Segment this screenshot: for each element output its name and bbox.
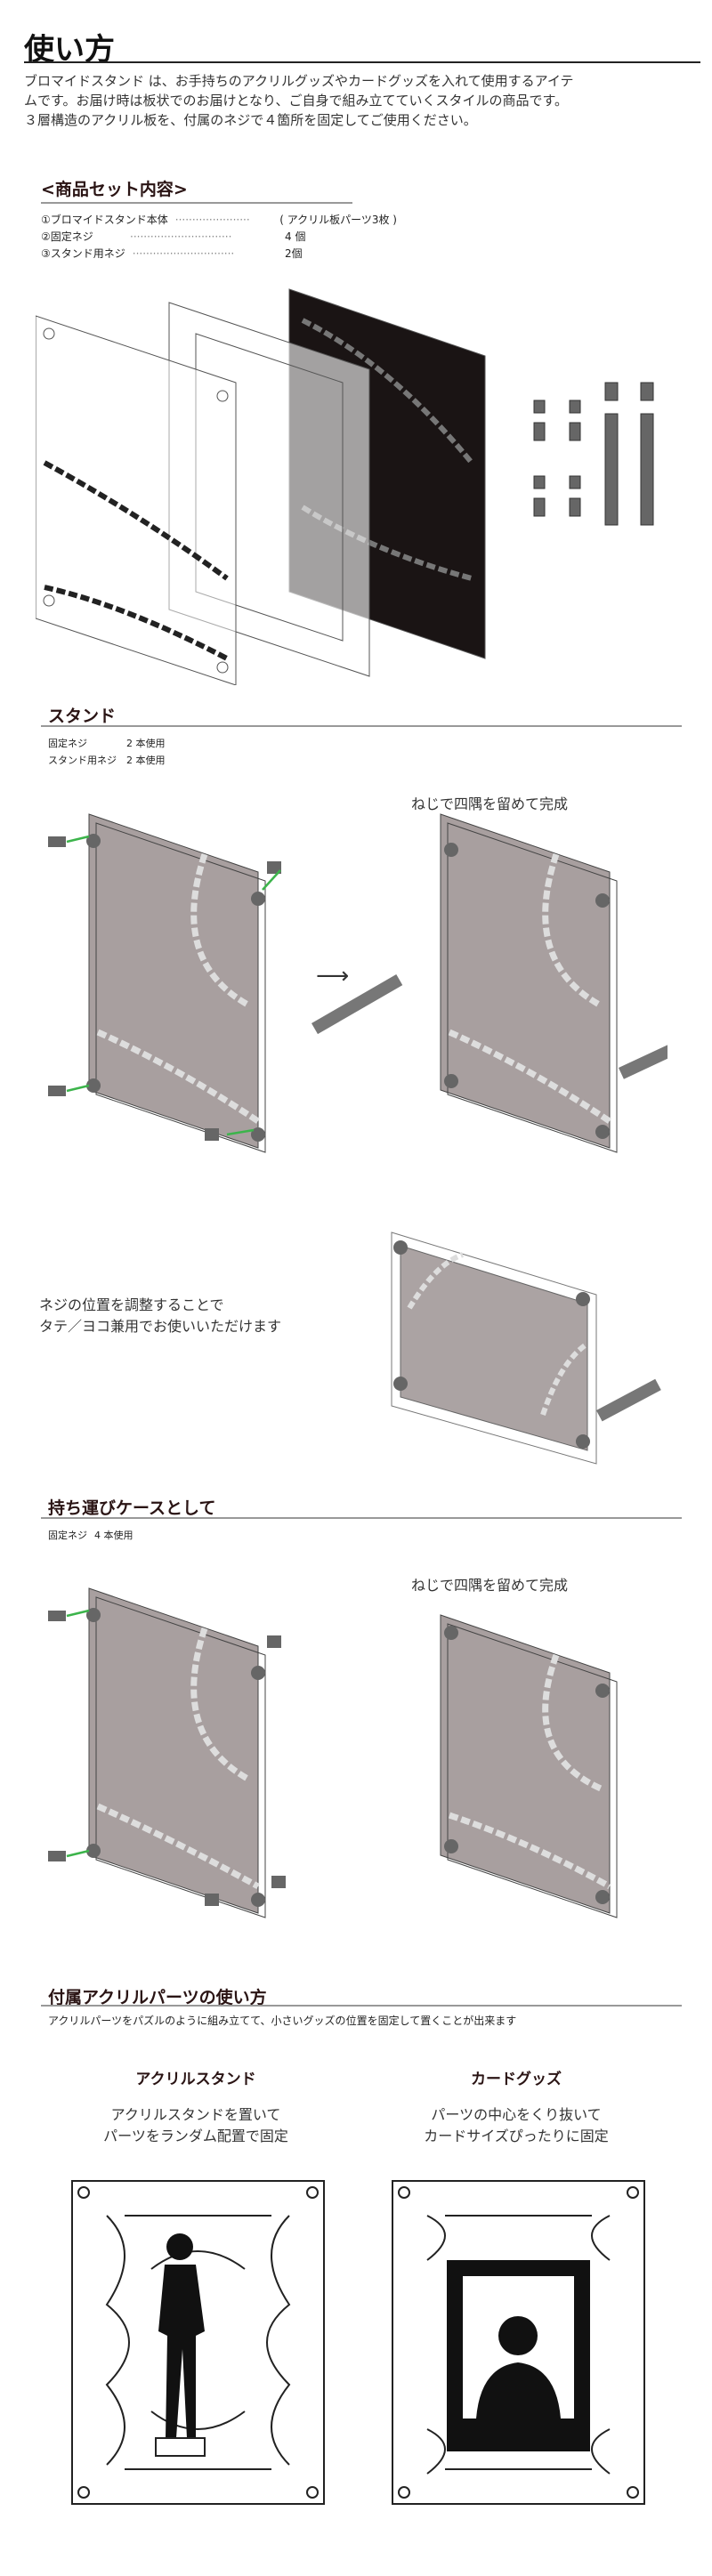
complete-caption: ねじで四隅を留めて完成 [411, 795, 569, 812]
complete-caption: ねじで四隅を留めて完成 [411, 1577, 569, 1594]
screws-icon [533, 382, 654, 526]
option-title: カードグッズ [471, 2071, 562, 2088]
case-assembly-illustration [48, 1587, 618, 1918]
set-contents-heading: <商品セット内容> [41, 180, 188, 199]
leader-dots: ······························ [132, 247, 235, 260]
green-arrow-icon [66, 835, 281, 1136]
case-heading: 持ち運びケースとして [48, 1498, 216, 1518]
case-screw-usage: 固定ネジ 4 本使用 [48, 1527, 134, 1544]
panel-before [48, 1587, 286, 1918]
item-qty: ( アクリル板パーツ3枚 ) [279, 214, 397, 226]
usage-line: スタンド用ネジ 2 本使用 [48, 752, 166, 769]
usage-value: 2 本使用 [126, 738, 166, 749]
option-line: パーツをランダム配置で固定 [103, 2128, 288, 2144]
stand-screw-usage: 固定ネジ 2 本使用 スタンド用ネジ 2 本使用 [48, 735, 166, 769]
item-name: ①ブロマイドスタンド本体 [41, 214, 168, 226]
divider [24, 61, 700, 63]
parts-exploded-illustration [36, 288, 654, 685]
note-line: ネジの位置を調整することで [39, 1296, 224, 1313]
intro-text: ブロマイドスタンド は、お手持ちのアクリルグッズやカードグッズを入れて使用するア… [24, 71, 700, 130]
usage-value: 4 本使用 [94, 1530, 134, 1541]
item-name: ②固定ネジ [41, 230, 93, 243]
option-acrylic-stand: アクリルスタンド アクリルスタンドを置いて パーツをランダム配置で固定 [71, 2066, 320, 2147]
note-line: タテ／ヨコ兼用でお使いいただけます [39, 1318, 282, 1335]
leader-dots: ······························ [130, 230, 232, 243]
divider [41, 202, 352, 204]
option-title: アクリルスタンド [135, 2071, 256, 2088]
horizontal-stand-illustration [391, 1231, 661, 1465]
divider [41, 1517, 682, 1519]
list-item: ②固定ネジ ······························ 4 個 [41, 229, 397, 246]
list-item: ①ブロマイドスタンド本体 ······················ ( アクリル… [41, 212, 397, 229]
divider [41, 2005, 682, 2007]
intro-line: ブロマイドスタンド は、お手持ちのアクリルグッズやカードグッズを入れて使用するア… [24, 73, 574, 89]
usage-label: 固定ネジ [48, 1530, 87, 1541]
panel-after [440, 813, 668, 1153]
character-silhouette-icon [158, 2233, 205, 2438]
panel-before [48, 813, 403, 1153]
character-portrait-icon [476, 2316, 561, 2419]
stand-heading: スタンド [48, 707, 117, 726]
arrow-right-icon: ⟶ [316, 963, 350, 989]
item-qty: 2個 [285, 247, 303, 260]
usage-line: 固定ネジ 2 本使用 [48, 735, 166, 752]
panel-after [440, 1614, 618, 1918]
item-name: ③スタンド用ネジ [41, 247, 125, 260]
option-line: アクリルスタンドを置いて [110, 2106, 281, 2123]
card-goods-layout-illustration [392, 2180, 645, 2505]
intro-line: ムです。お届け時は板状でのお届けとなり、ご自身で組み立てていくスタイルの商品です… [24, 93, 568, 109]
usage-label: スタンド用ネジ [48, 755, 117, 766]
leader-dots: ······················ [174, 214, 250, 226]
usage-label: 固定ネジ [48, 738, 87, 749]
parts-heading: 付属アクリルパーツの使い方 [48, 1988, 267, 2007]
green-arrow-icon [66, 1609, 90, 1858]
list-item: ③スタンド用ネジ ······························ 2個 [41, 246, 397, 262]
intro-line: ３層構造のアクリル板を、付属のネジで４箇所を固定してご使用ください。 [24, 112, 477, 128]
stand-assembly-illustration [48, 813, 668, 1153]
item-qty: 4 個 [285, 230, 306, 243]
option-card-goods: カードグッズ パーツの中心をくり抜いて カードサイズぴったりに固定 [392, 2066, 641, 2147]
orientation-note: ネジの位置を調整することで タテ／ヨコ兼用でお使いいただけます [39, 1295, 281, 1337]
set-contents-list: ①ブロマイドスタンド本体 ······················ ( アクリル… [41, 212, 397, 262]
option-line: カードサイズぴったりに固定 [424, 2128, 609, 2144]
front-panel [36, 315, 237, 685]
usage-value: 2 本使用 [126, 755, 166, 766]
parts-description: アクリルパーツをパズルのように組み立てて、小さいグッズの位置を固定して置くことが… [48, 2015, 517, 2027]
acrylic-stand-layout-illustration [71, 2180, 325, 2505]
option-line: パーツの中心をくり抜いて [431, 2106, 602, 2123]
divider [41, 725, 682, 727]
